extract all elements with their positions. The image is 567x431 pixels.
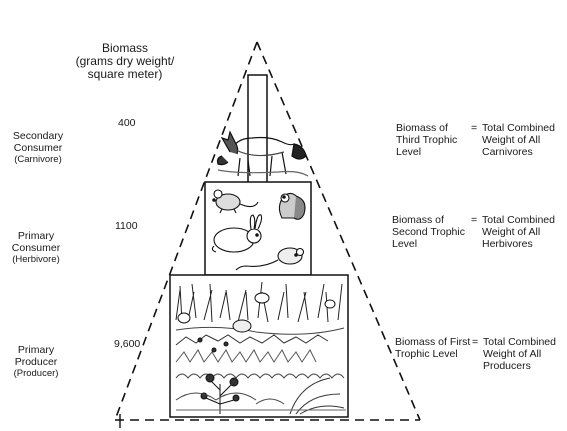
level-3-name-line2: Consumer [13,142,63,154]
level-3-box [247,74,268,184]
level-3-biomass-value: 400 [118,117,136,129]
level-2-total-line1: Total Combined [482,214,555,226]
rat-icon [235,247,305,271]
level-3-desc-line3: Level [396,146,422,158]
level-1-total-line2: Weight of All [483,348,542,360]
level-2-biomass-value: 1100 [115,220,138,232]
level-1-name: Primary Producer (Producer) [4,344,68,380]
level-3-name-line1: Secondary [12,130,64,142]
level-3-total: Total Combined Weight of All Carnivores [482,122,555,158]
level-2-name-line1: Primary [17,230,55,242]
level-2-desc-line3: Level [392,238,418,250]
level-3-equals: = [471,122,478,134]
biomass-header-line3: square meter) [87,67,163,81]
level-3-desc-line2: Third Trophic [396,134,458,146]
level-2-desc-line2: Second Trophic [392,226,465,238]
squirrel-icon [278,192,306,220]
level-3-total-line1: Total Combined [482,122,555,134]
level-3-description: Biomass of Third Trophic Level [396,122,457,158]
level-1-desc-line2: Trophic Level [395,348,458,360]
level-2-total-line2: Weight of All [482,226,541,238]
grass-icon [175,281,345,379]
level-2-total: Total Combined Weight of All Herbivores [482,214,555,250]
level-1-name-line2: Producer [14,356,58,368]
rabbit-icon [211,214,263,253]
shrub-icon [175,373,346,415]
mouse-icon [212,189,259,214]
level-1-desc-line1: Biomass of First [395,336,471,348]
pyramid-outline [114,41,421,421]
biomass-header-line1: Biomass [101,41,148,55]
level-2-desc-line1: Biomass of [392,214,444,226]
level-1-equals: = [472,336,479,348]
level-1-description: Biomass of First Trophic Level [395,336,470,360]
level-2-name-line2: Consumer [11,242,61,254]
level-2-equals: = [471,214,478,226]
level-2-type: (Herbivore) [12,254,60,265]
level-2-name: Primary Consumer (Herbivore) [4,230,68,266]
level-1-total: Total Combined Weight of All Producers [483,336,556,372]
level-1-name-line1: Primary [17,344,55,356]
level-3-total-line3: Carnivores [482,146,533,158]
level-1-total-line1: Total Combined [483,336,556,348]
flower-icon [177,292,336,353]
level-3-name: Secondary Consumer (Carnivore) [2,130,74,166]
level-3-total-line2: Weight of All [482,134,541,146]
level-3-desc-line1: Biomass of [396,122,448,134]
level-2-description: Biomass of Second Trophic Level [392,214,465,250]
level-1-type: (Producer) [13,368,59,379]
fox-icon [216,130,309,177]
level-1-total-line3: Producers [483,360,531,372]
level-3-type: (Carnivore) [14,154,62,165]
biomass-header: Biomass (grams dry weight/ square meter) [60,42,190,81]
level-2-total-line3: Herbivores [482,238,533,250]
level-1-biomass-value: 9,600 [114,338,141,350]
biomass-header-line2: (grams dry weight/ [75,54,175,68]
